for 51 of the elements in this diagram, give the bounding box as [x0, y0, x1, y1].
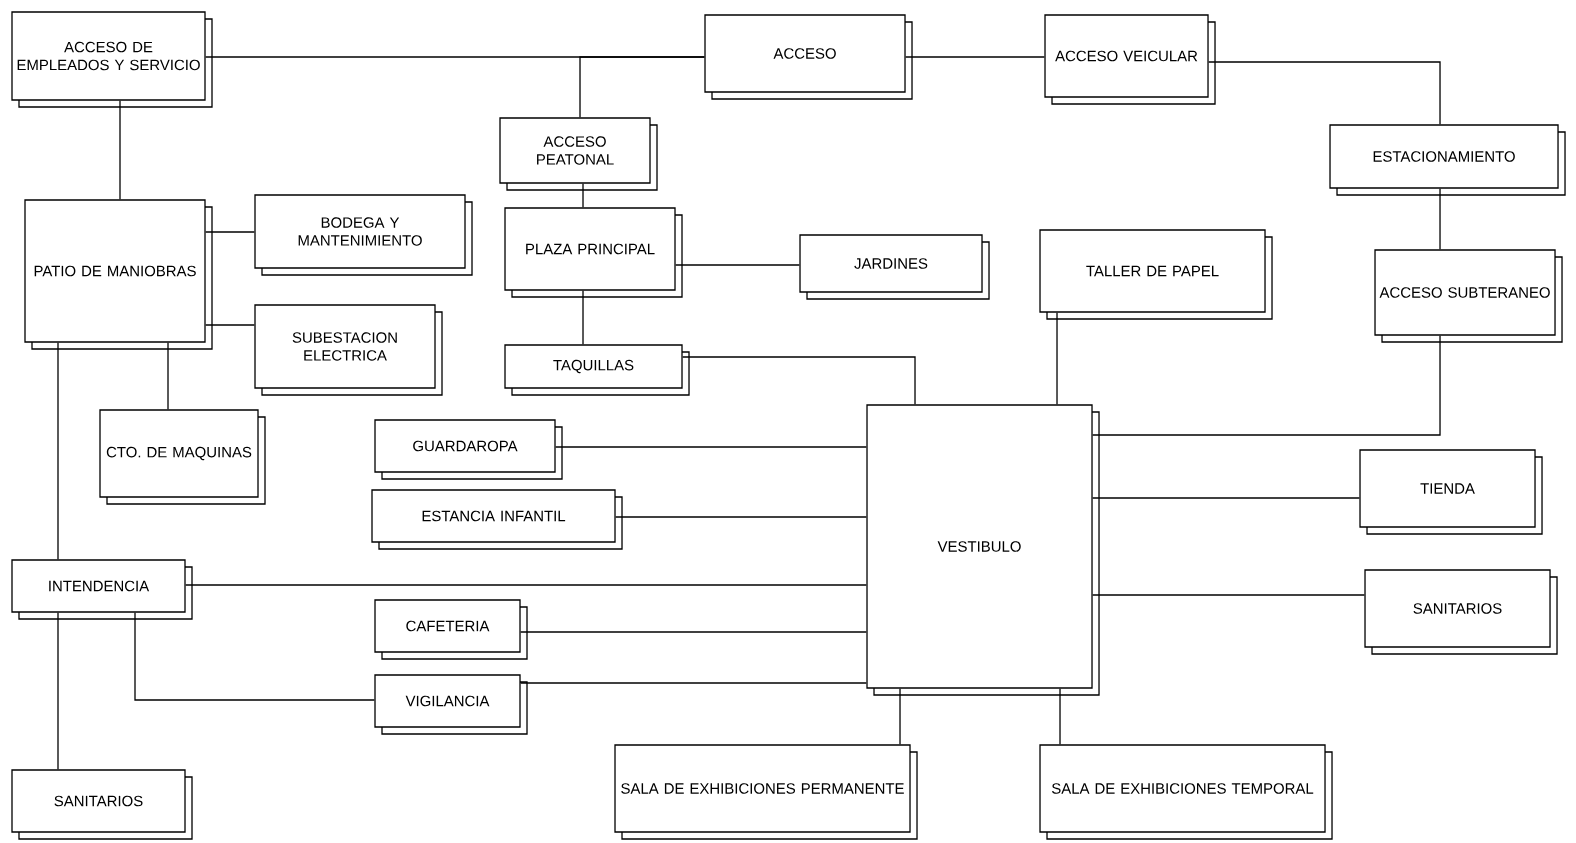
room-box: CAFETERIA: [374, 599, 528, 660]
room-box: ESTANCIA INFANTIL: [371, 489, 623, 550]
room-box: ACCESO: [704, 14, 913, 100]
connector-line: [57, 342, 59, 560]
room-box: SANITARIOS: [11, 769, 193, 840]
connector-line: [1059, 688, 1061, 745]
connector-line: [57, 612, 59, 770]
room-box: VIGILANCIA: [374, 674, 528, 735]
connector-line: [899, 688, 901, 745]
room-box: ACCESO PEATONAL: [499, 117, 658, 191]
connector-line: [1439, 188, 1441, 250]
connector-line: [615, 516, 867, 518]
room-box: CTO. DE MAQUINAS: [99, 409, 266, 505]
connector-line: [205, 324, 255, 326]
connector-line: [520, 682, 867, 684]
connector-line: [555, 446, 867, 448]
connector-line: [119, 100, 121, 200]
room-box: ACCESO VEICULAR: [1044, 14, 1216, 105]
connector-line: [1092, 335, 1441, 436]
connector-line: [675, 264, 800, 266]
room-box: BODEGA Y MANTENIMIENTO: [254, 194, 473, 276]
connector-line: [582, 290, 584, 345]
connector-line: [579, 56, 705, 118]
room-box: TALLER DE PAPEL: [1039, 229, 1273, 320]
connector-line: [167, 342, 169, 410]
connector-line: [1092, 594, 1365, 596]
connector-line: [1092, 497, 1360, 499]
room-box: TIENDA: [1359, 449, 1543, 535]
room-box: SALA DE EXHIBICIONES PERMANENTE: [614, 744, 918, 840]
connector-line: [905, 56, 1045, 58]
connector-line: [1208, 61, 1441, 125]
room-box: GUARDAROPA: [374, 419, 563, 480]
room-box: ACCESO SUBTERANEO: [1374, 249, 1563, 343]
connector-line: [682, 356, 916, 405]
connector-line: [520, 631, 867, 633]
room-box: PLAZA PRINCIPAL: [504, 207, 683, 298]
room-box: INTENDENCIA: [11, 559, 193, 620]
room-box: ESTACIONAMIENTO: [1329, 124, 1566, 196]
connector-line: [205, 231, 255, 233]
room-box: JARDINES: [799, 234, 990, 300]
room-box: TAQUILLAS: [504, 344, 690, 396]
room-box: PATIO DE MANIOBRAS: [24, 199, 213, 350]
room-box: ACCESO DE EMPLEADOS Y SERVICIO: [11, 11, 213, 108]
room-box: SALA DE EXHIBICIONES TEMPORAL: [1039, 744, 1333, 840]
room-box: VESTIBULO: [866, 404, 1100, 696]
connector-line: [582, 183, 584, 208]
room-box: SUBESTACION ELECTRICA: [254, 304, 443, 396]
room-box: SANITARIOS: [1364, 569, 1558, 655]
connector-line: [185, 584, 867, 586]
connector-line: [134, 612, 375, 701]
connector-line: [1056, 312, 1058, 405]
